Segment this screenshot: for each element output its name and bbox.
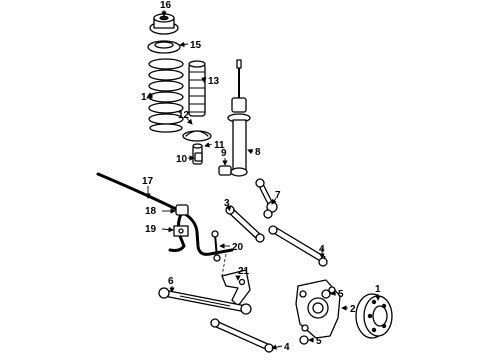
lower-bracket: [221, 269, 251, 307]
rear-knuckle: [295, 279, 341, 339]
callout-19: 19: [145, 224, 157, 235]
callout-3: 3: [224, 198, 230, 209]
callout-14: 14: [141, 92, 153, 103]
lower-control-arm: [158, 287, 252, 315]
strut-bushing: [218, 165, 232, 176]
leader-lines: [145, 10, 381, 350]
callout-1: 1: [375, 284, 381, 295]
callout-18: 18: [145, 206, 157, 217]
stabilizer-link: [211, 230, 221, 262]
callout-4-lower: 4: [284, 342, 290, 353]
lower-insulator: [182, 130, 212, 142]
bump-stop-boot: [188, 60, 206, 117]
callout-20: 20: [232, 242, 244, 253]
callout-21: 21: [238, 266, 250, 277]
callout-17: 17: [142, 176, 154, 187]
knuckle-bolt-lower: [299, 335, 309, 345]
upper-strut-mount: [149, 13, 179, 35]
upper-link: [255, 178, 278, 219]
lateral-arm-upper: [268, 225, 328, 267]
callout-8: 8: [255, 147, 261, 158]
stabilizer-bracket: [173, 225, 189, 237]
shock-absorber: [227, 59, 251, 177]
strut-nut: [194, 152, 203, 162]
callout-7: 7: [275, 190, 281, 201]
spring-upper-seat: [147, 40, 181, 54]
callout-6: 6: [168, 276, 174, 287]
callout-5-upper: 5: [338, 289, 344, 300]
callout-9: 9: [221, 148, 227, 159]
control-arm-upper: [225, 205, 265, 243]
wheel-hub: [355, 293, 393, 339]
stabilizer-bushing: [175, 204, 189, 216]
knuckle-bolt-upper: [321, 289, 331, 299]
callout-2: 2: [350, 304, 356, 315]
callout-16: 16: [160, 0, 172, 11]
callout-11: 11: [214, 140, 225, 151]
callout-4-upper: 4: [319, 244, 325, 255]
callout-10: 10: [176, 154, 188, 165]
callout-13: 13: [208, 76, 220, 87]
callout-12: 12: [178, 110, 190, 121]
lateral-arm-lower: [210, 318, 274, 353]
coil-spring: [148, 58, 184, 133]
callout-5-lower: 5: [316, 336, 322, 347]
callout-15: 15: [190, 40, 202, 51]
stabilizer-bar: [96, 172, 234, 256]
